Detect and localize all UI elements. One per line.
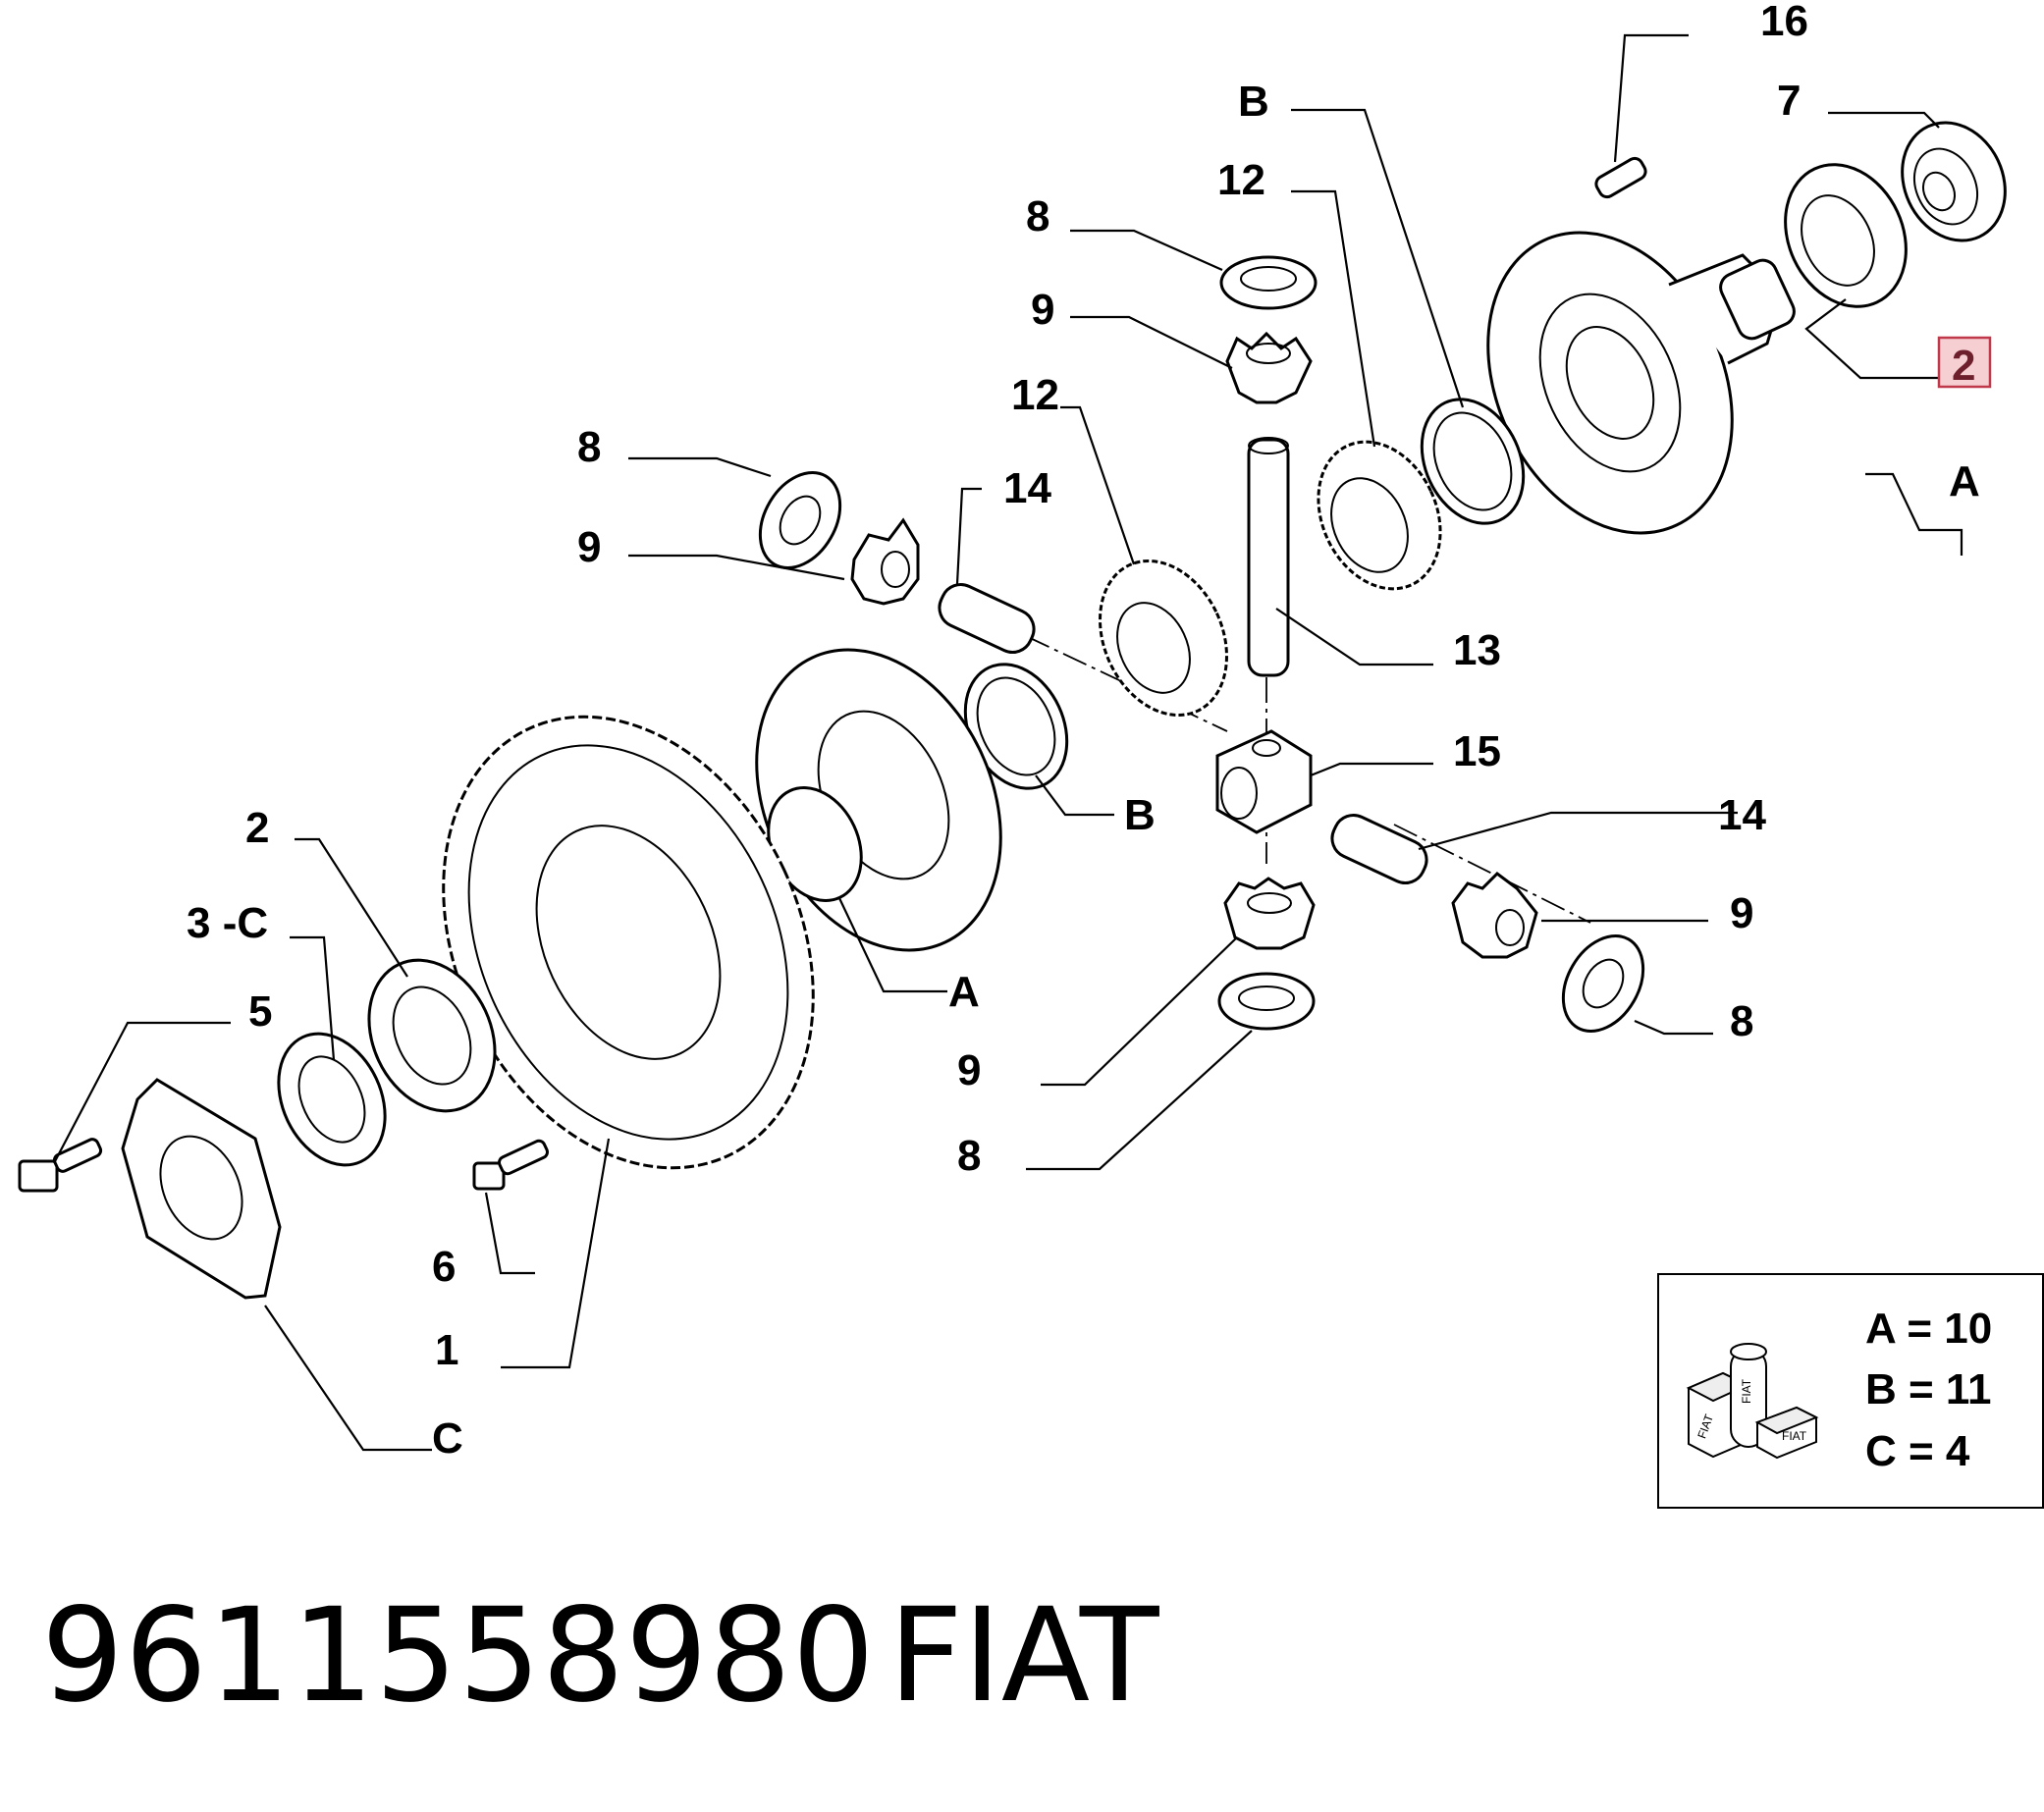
label-B-top: B: [1238, 78, 1269, 126]
differential-housing-A-mid: [755, 648, 1002, 952]
label-6: 6: [432, 1243, 456, 1291]
legend-a: A = 10: [1865, 1305, 1993, 1353]
axis-centerline-4: [1393, 824, 1591, 924]
pinion-gear-9-top: [1225, 331, 1313, 404]
label-A-mid: A: [948, 968, 980, 1016]
pin-14-top: [938, 583, 1036, 654]
label-9-left: 9: [577, 523, 601, 571]
side-gear-12-mid: [1099, 559, 1228, 718]
thrust-washer-8-bottom: [1217, 972, 1316, 1031]
label-9-top: 9: [1031, 286, 1054, 334]
label-9-bottom: 9: [957, 1046, 981, 1094]
label-2-left: 2: [245, 804, 269, 852]
axis-centerline-3: [1025, 635, 1228, 732]
svg-text:FIAT: FIAT: [1740, 1378, 1753, 1404]
label-8-right: 8: [1730, 997, 1753, 1045]
side-gear-12-top: [1317, 440, 1442, 591]
svg-text:FIAT: FIAT: [1782, 1429, 1807, 1443]
label-8-left: 8: [577, 423, 601, 471]
leader-lines: [53, 33, 1963, 1452]
label-3-C: 3 -C: [187, 899, 268, 947]
label-12-top: 12: [1217, 156, 1265, 204]
thrust-washer-8-left: [758, 471, 842, 569]
label-C: C: [432, 1414, 463, 1463]
oil-seal-3: [277, 1032, 387, 1167]
bolt-5: [18, 1138, 103, 1193]
part-number: 9611558980: [41, 1580, 876, 1732]
label-A-right: A: [1949, 457, 1980, 506]
callout-labels: 16 7 B 12 8 9 12 A 8 14 9 13 15 B 14 2 9…: [187, 0, 1980, 1463]
thrust-washer-8-top: [1219, 255, 1318, 310]
label-16: 16: [1760, 0, 1808, 45]
label-8-top: 8: [1026, 192, 1049, 240]
cross-block-15: [1215, 729, 1313, 834]
pinion-gear-9-bottom: [1223, 877, 1316, 950]
label-7: 7: [1777, 77, 1801, 125]
pinion-gear-9-left: [850, 517, 920, 606]
label-13: 13: [1453, 626, 1501, 674]
highlighted-callout-2[interactable]: 2: [1937, 336, 1992, 390]
pin-14-right: [1330, 814, 1428, 884]
label-14-right: 14: [1718, 791, 1766, 839]
bearing-ring-2-left: [367, 958, 497, 1113]
washer-B-top: [1420, 398, 1526, 525]
brand-name: FIAT: [888, 1580, 1159, 1732]
label-8-bottom: 8: [957, 1132, 981, 1180]
legend-b: B = 11: [1865, 1365, 1992, 1413]
ring-gear-1: [442, 715, 815, 1170]
bolt-6: [472, 1139, 549, 1191]
label-12-mid: 12: [1011, 371, 1059, 419]
label-9-right: 9: [1730, 889, 1753, 937]
label-14-top: 14: [1003, 464, 1051, 512]
roll-pin-16: [1594, 156, 1647, 199]
label-5: 5: [248, 987, 272, 1036]
label-B-mid: B: [1124, 791, 1156, 839]
differential-housing-A-top: [1486, 231, 1796, 535]
thrust-washer-8-right: [1561, 934, 1645, 1033]
label-2-highlight: 2: [1952, 342, 1975, 390]
bearing-ring-2-top: [1784, 163, 1908, 308]
quantity-legend: FIAT FIAT FIAT A = 10 B = 11 C = 4: [1657, 1273, 2044, 1509]
fiat-parts-icon: FIAT FIAT FIAT: [1686, 1343, 1819, 1460]
label-1: 1: [435, 1326, 458, 1374]
label-15: 15: [1453, 727, 1501, 775]
pinion-gear-9-right: [1451, 872, 1538, 959]
flange-cover-C: [121, 1078, 282, 1300]
legend-c: C = 4: [1865, 1427, 1970, 1475]
pinion-shaft-13: [1247, 437, 1290, 677]
bearing-7: [1901, 121, 2007, 242]
